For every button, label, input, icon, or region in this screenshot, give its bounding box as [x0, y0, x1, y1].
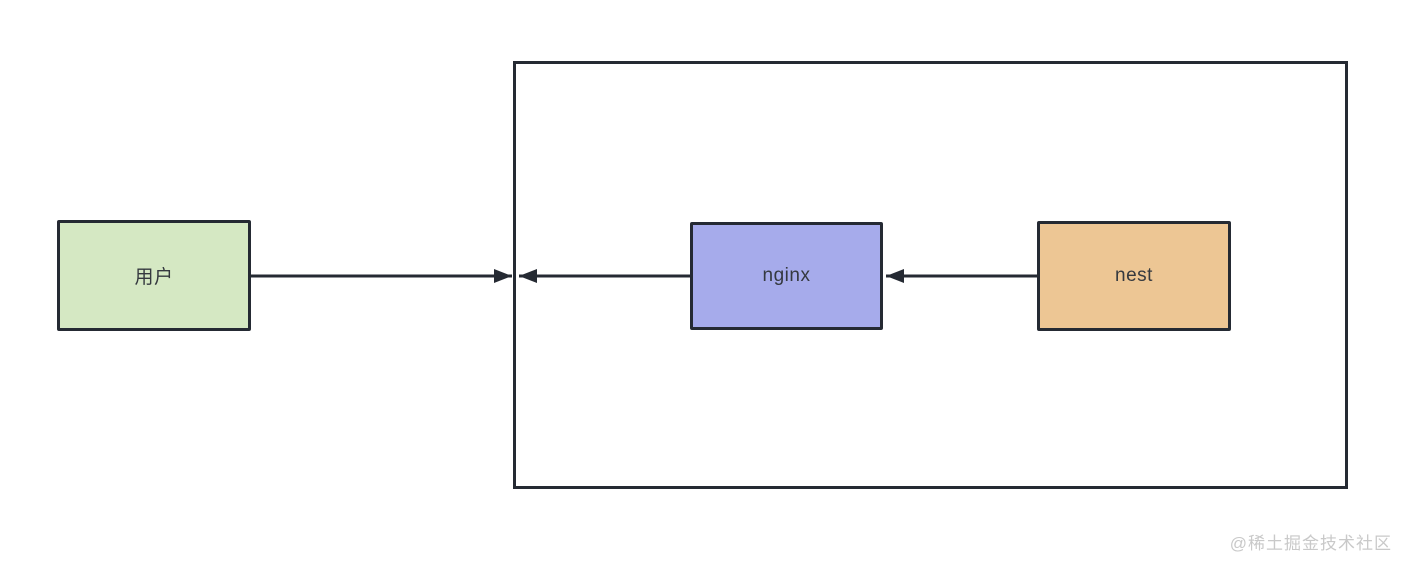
- node-nest: nest: [1037, 221, 1231, 331]
- node-nginx-label: nginx: [762, 265, 811, 286]
- server-boundary-box: [513, 61, 1348, 489]
- node-nginx: nginx: [690, 222, 883, 330]
- node-user-label: 用户: [134, 267, 174, 288]
- watermark: @稀土掘金技术社区: [1229, 534, 1392, 553]
- node-user: 用户: [57, 220, 251, 331]
- node-nest-label: nest: [1115, 265, 1153, 286]
